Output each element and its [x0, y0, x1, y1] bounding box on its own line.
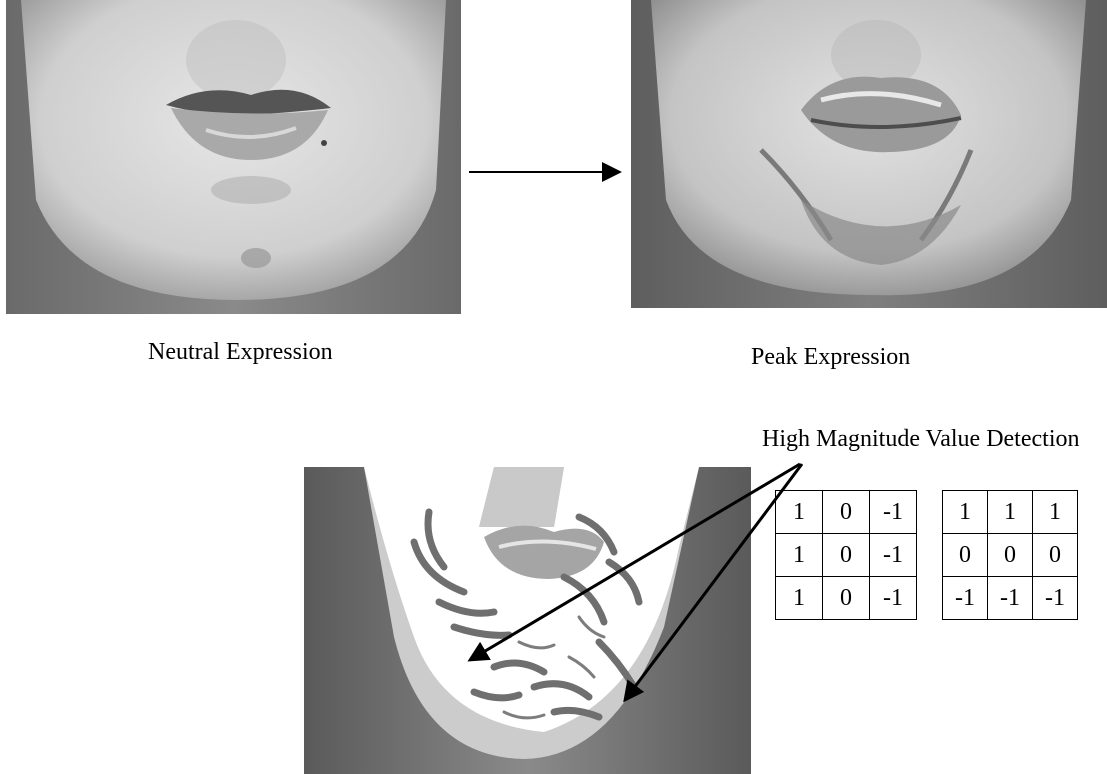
kernel-cell: -1: [943, 577, 988, 620]
kernel-cell: 1: [1033, 491, 1078, 534]
detection-result-photo: [304, 467, 751, 774]
peak-expression-caption: Peak Expression: [751, 345, 910, 369]
kernel-cell: 1: [776, 534, 823, 577]
kernel-cell: -1: [870, 534, 917, 577]
neutral-expression-caption: Neutral Expression: [148, 340, 333, 364]
kernel-cell: -1: [870, 577, 917, 620]
kernel-cell: 0: [1033, 534, 1078, 577]
kernel-cell: 1: [943, 491, 988, 534]
kernel-cell: 0: [823, 534, 870, 577]
kernel-cell: 0: [823, 577, 870, 620]
kernel-cell: 0: [943, 534, 988, 577]
horizontal-edge-kernel: 1 1 1 0 0 0 -1 -1 -1: [942, 490, 1078, 620]
vertical-edge-kernel: 1 0 -1 1 0 -1 1 0 -1: [775, 490, 917, 620]
detection-caption: High Magnitude Value Detection: [762, 427, 1079, 451]
kernel-cell: 1: [988, 491, 1033, 534]
kernel-cell: 0: [988, 534, 1033, 577]
kernel-cell: -1: [870, 491, 917, 534]
kernel-cell: -1: [988, 577, 1033, 620]
kernel-cell: 1: [776, 491, 823, 534]
peak-expression-photo: [631, 0, 1107, 308]
neutral-expression-photo: [6, 0, 461, 314]
kernel-cell: -1: [1033, 577, 1078, 620]
kernel-cell: 1: [776, 577, 823, 620]
kernel-cell: 0: [823, 491, 870, 534]
